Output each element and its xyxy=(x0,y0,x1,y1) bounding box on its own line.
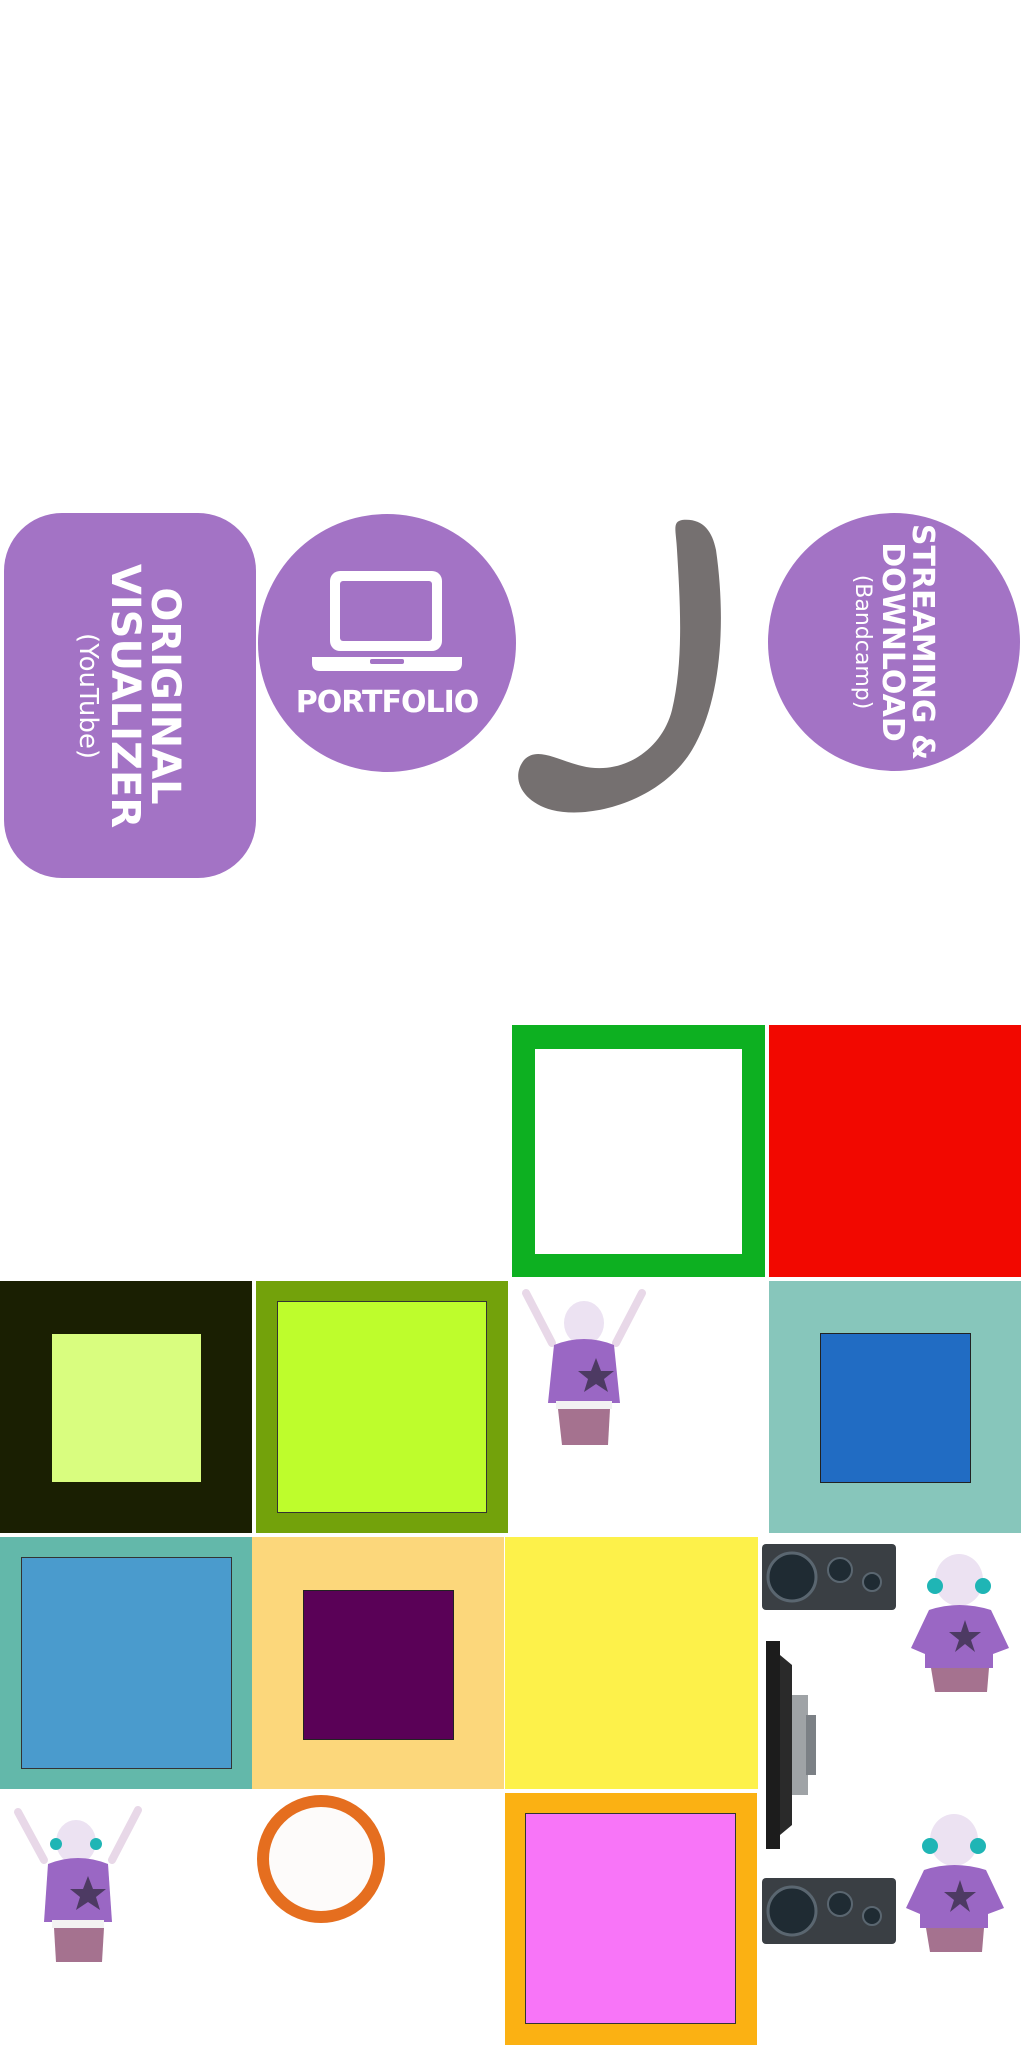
speaker-icon xyxy=(762,1544,896,1610)
character-cheering-icon xyxy=(14,1806,142,1962)
youtube-visualizer-button[interactable]: ORIGINAL VISUALIZER (YouTube) xyxy=(4,513,256,878)
teal-blue-square xyxy=(769,1281,1021,1533)
laptop-icon xyxy=(312,570,462,671)
yellow-square xyxy=(505,1537,758,1789)
character-cheering-icon xyxy=(522,1289,646,1445)
visualizer-line2: VISUALIZER xyxy=(102,563,149,828)
streaming-line2: DOWNLOAD xyxy=(875,542,910,742)
portfolio-button[interactable]: PORTFOLIO xyxy=(258,514,516,772)
streaming-line3: (Bandcamp) xyxy=(850,574,875,710)
turntable-icon xyxy=(766,1641,816,1849)
character-headphones-icon xyxy=(911,1554,1009,1692)
green-frame-square xyxy=(512,1025,765,1277)
orange-ring xyxy=(257,1795,385,1923)
tail-icon xyxy=(518,519,721,813)
character-headphones-icon xyxy=(906,1814,1004,1952)
youtube-visualizer-label: ORIGINAL VISUALIZER (YouTube) xyxy=(73,563,189,828)
portfolio-label: PORTFOLIO xyxy=(295,684,479,720)
dark-olive-square xyxy=(0,1281,252,1533)
peach-plum-square xyxy=(252,1537,504,1789)
bandcamp-streaming-button[interactable]: STREAMING & DOWNLOAD (Bandcamp) xyxy=(768,513,1020,771)
streaming-line1: STREAMING & xyxy=(905,523,940,761)
visualizer-line3: (YouTube) xyxy=(73,632,104,759)
olive-lime-square xyxy=(256,1281,508,1533)
speaker-icon xyxy=(762,1878,896,1944)
red-square xyxy=(769,1025,1021,1277)
visualizer-line1: ORIGINAL xyxy=(142,586,189,805)
bandcamp-streaming-label: STREAMING & DOWNLOAD (Bandcamp) xyxy=(850,523,940,761)
teal-sky-square xyxy=(0,1537,252,1789)
amber-pink-square xyxy=(505,1793,757,2045)
